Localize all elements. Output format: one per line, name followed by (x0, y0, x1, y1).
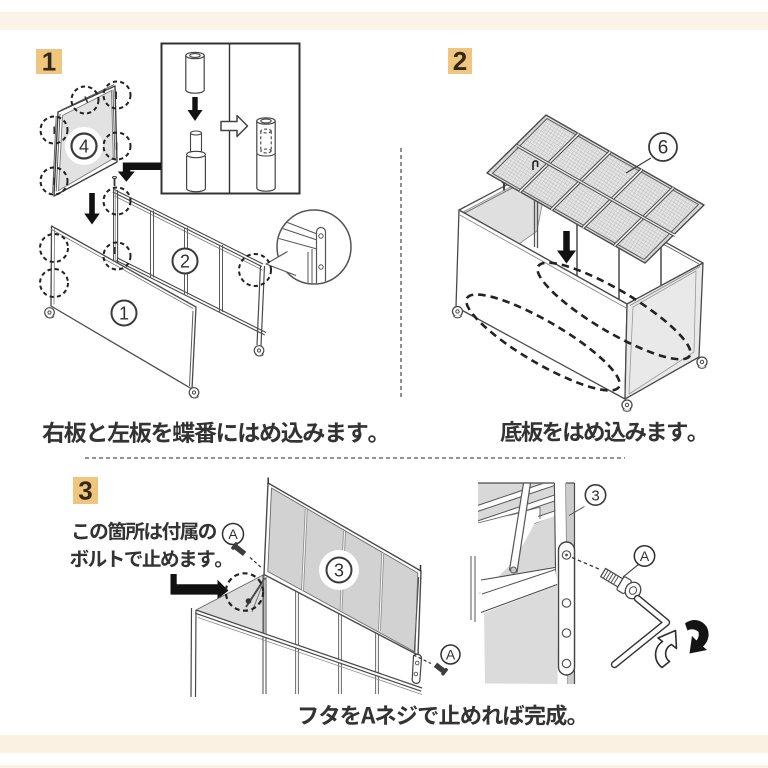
svg-text:3: 3 (78, 476, 92, 506)
svg-text:1: 1 (42, 47, 56, 77)
svg-text:2: 2 (180, 251, 190, 271)
svg-text:A: A (446, 647, 456, 663)
svg-text:6: 6 (658, 138, 669, 159)
svg-text:A: A (228, 526, 238, 542)
svg-text:3: 3 (334, 560, 344, 580)
svg-text:3: 3 (591, 487, 599, 504)
svg-text:A: A (640, 548, 650, 564)
svg-text:2: 2 (453, 46, 467, 76)
svg-text:4: 4 (79, 136, 89, 156)
svg-text:1: 1 (119, 303, 129, 323)
